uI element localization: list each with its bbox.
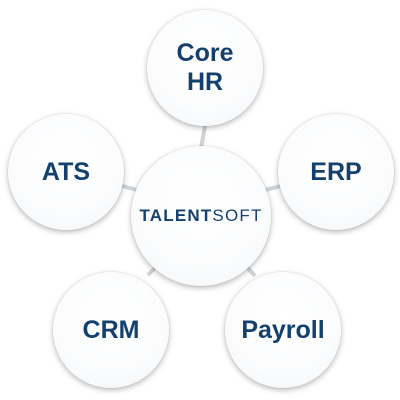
node-core-hr-line1: Core bbox=[176, 39, 234, 68]
node-core-hr-line2: HR bbox=[186, 68, 224, 96]
connector-core-hr bbox=[199, 125, 207, 149]
node-center-talentsoft: TALENTSOFT bbox=[131, 146, 271, 286]
node-core-hr: Core HR bbox=[147, 10, 263, 126]
logo-text-light: SOFT bbox=[212, 206, 263, 225]
node-payroll-label: Payroll bbox=[241, 315, 325, 344]
talentsoft-logo: TALENTSOFT bbox=[139, 206, 262, 226]
node-crm: CRM bbox=[53, 272, 169, 388]
node-payroll: Payroll bbox=[225, 272, 341, 388]
node-erp-label: ERP bbox=[310, 157, 362, 186]
node-crm-label: CRM bbox=[82, 315, 140, 344]
connector-erp bbox=[264, 184, 282, 192]
node-core-hr-label: Core HR bbox=[177, 39, 234, 97]
connector-ats bbox=[121, 184, 138, 192]
node-ats: ATS bbox=[8, 114, 124, 230]
logo-text-bold: TALENT bbox=[139, 206, 213, 225]
node-erp: ERP bbox=[278, 114, 394, 230]
node-ats-label: ATS bbox=[41, 157, 91, 186]
